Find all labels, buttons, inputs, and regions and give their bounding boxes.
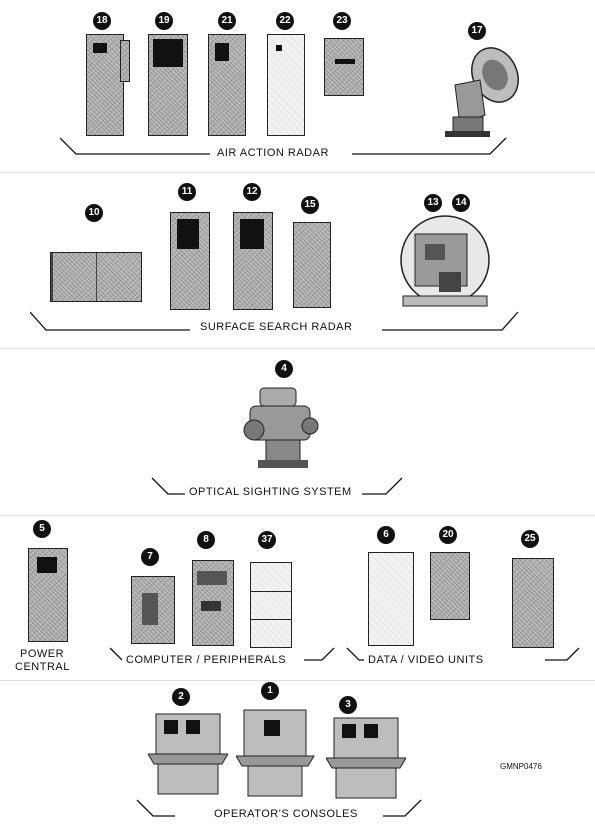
air-action-bracket — [60, 137, 507, 155]
section-divider — [0, 348, 595, 349]
item-badge-15: 15 — [301, 196, 319, 214]
cabinet-19 — [148, 34, 188, 136]
item-badge-12: 12 — [243, 183, 261, 201]
cabinet-18 — [86, 34, 124, 136]
optical-bracket — [151, 477, 403, 495]
item-badge-20: 20 — [439, 526, 457, 544]
cabinet-15 — [293, 222, 331, 308]
cabinet-18-handle — [120, 40, 130, 82]
item-badge-22: 22 — [276, 12, 294, 30]
item-badge-19: 19 — [155, 12, 173, 30]
cabinet-11 — [170, 212, 210, 310]
item-badge-21: 21 — [218, 12, 236, 30]
item-badge-4: 4 — [275, 360, 293, 378]
item-badge-37: 37 — [258, 531, 276, 549]
item-badge-7: 7 — [141, 548, 159, 566]
consoles-bracket — [136, 799, 422, 817]
computer-peripherals-label: COMPUTER / PERIPHERALS — [122, 654, 291, 666]
cabinet-8 — [192, 560, 234, 646]
power-central-label-line2: CENTRAL — [15, 661, 70, 673]
item-badge-25: 25 — [521, 530, 539, 548]
section-divider — [0, 680, 595, 681]
optical-sight-icon — [243, 387, 319, 468]
item-badge-3: 3 — [339, 696, 357, 714]
cabinet-5 — [28, 548, 68, 642]
item-badge-14: 14 — [452, 194, 470, 212]
surface-search-radar-label: SURFACE SEARCH RADAR — [196, 321, 357, 333]
cabinet-12 — [233, 212, 273, 310]
cabinet-37 — [250, 562, 292, 648]
item-badge-23: 23 — [333, 12, 351, 30]
item-badge-10: 10 — [85, 204, 103, 222]
cabinet-23 — [324, 38, 364, 96]
cabinet-22 — [267, 34, 305, 136]
power-central-label-line1: POWER — [20, 648, 65, 660]
surface-search-bracket — [30, 311, 519, 331]
cabinet-25 — [512, 558, 554, 648]
section-divider — [0, 172, 595, 173]
air-action-radar-label: AIR ACTION RADAR — [213, 147, 333, 159]
cabinet-20 — [430, 552, 470, 620]
item-badge-6: 6 — [377, 526, 395, 544]
cabinet-7 — [131, 576, 175, 644]
console-1-icon — [236, 709, 315, 797]
item-badge-2: 2 — [172, 688, 190, 706]
cabinet-10 — [50, 252, 142, 302]
item-badge-11: 11 — [178, 183, 196, 201]
optical-sighting-label: OPTICAL SIGHTING SYSTEM — [185, 486, 356, 498]
console-2-icon — [148, 713, 228, 795]
data-video-units-label: DATA / VIDEO UNITS — [364, 654, 488, 666]
item-badge-13: 13 — [424, 194, 442, 212]
section-divider — [0, 515, 595, 516]
item-badge-1: 1 — [261, 682, 279, 700]
item-badge-17: 17 — [468, 22, 486, 40]
cabinet-6 — [368, 552, 414, 646]
item-badge-8: 8 — [197, 531, 215, 549]
operator-consoles-label: OPERATOR'S CONSOLES — [210, 808, 362, 820]
cabinet-21 — [208, 34, 246, 136]
item-badge-5: 5 — [33, 520, 51, 538]
item-badge-18: 18 — [93, 12, 111, 30]
console-3-icon — [326, 717, 406, 799]
figure-code: GMNP0476 — [500, 762, 542, 771]
radome-icon — [400, 215, 490, 307]
radar-antenna-icon — [445, 47, 519, 137]
data-video-bracket — [346, 647, 580, 661]
